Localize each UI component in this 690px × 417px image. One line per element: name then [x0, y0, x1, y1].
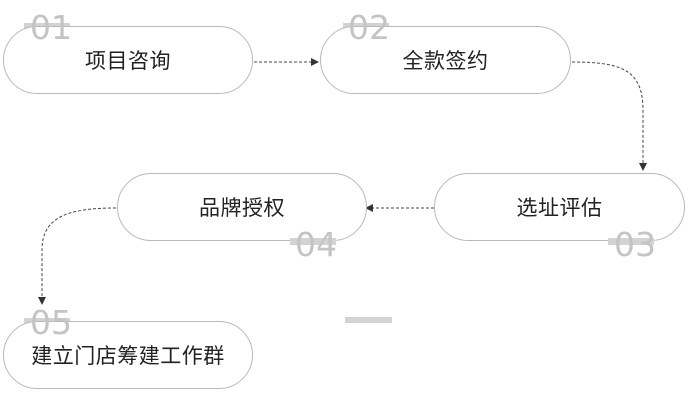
- step-2-label: 全款签约: [402, 49, 489, 73]
- step-4-label: 品牌授权: [199, 196, 285, 220]
- step-2-box: 全款签约: [320, 26, 571, 94]
- step-1-number: 01: [30, 8, 72, 47]
- step-3-number: 03: [614, 225, 656, 264]
- step-1-box: 项目咨询: [3, 26, 253, 94]
- step-5-box: 建立门店筹建工作群: [3, 321, 253, 389]
- step-5-number: 05: [30, 303, 72, 342]
- step-3-box: 选址评估: [434, 173, 685, 241]
- step-5-label: 建立门店筹建工作群: [31, 344, 225, 368]
- connector-02-03: [571, 61, 647, 171]
- step-4-number-underline: [290, 238, 336, 245]
- step-4-box: 品牌授权: [117, 173, 367, 241]
- step-4-number: 04: [295, 225, 337, 264]
- step-2-number: 02: [348, 8, 390, 47]
- step-1-label: 项目咨询: [85, 49, 171, 73]
- connector-04-05: [38, 207, 117, 305]
- decorative-bar: [345, 317, 392, 323]
- step-3-number-underline: [608, 238, 654, 245]
- step-3-label: 选址评估: [516, 196, 603, 220]
